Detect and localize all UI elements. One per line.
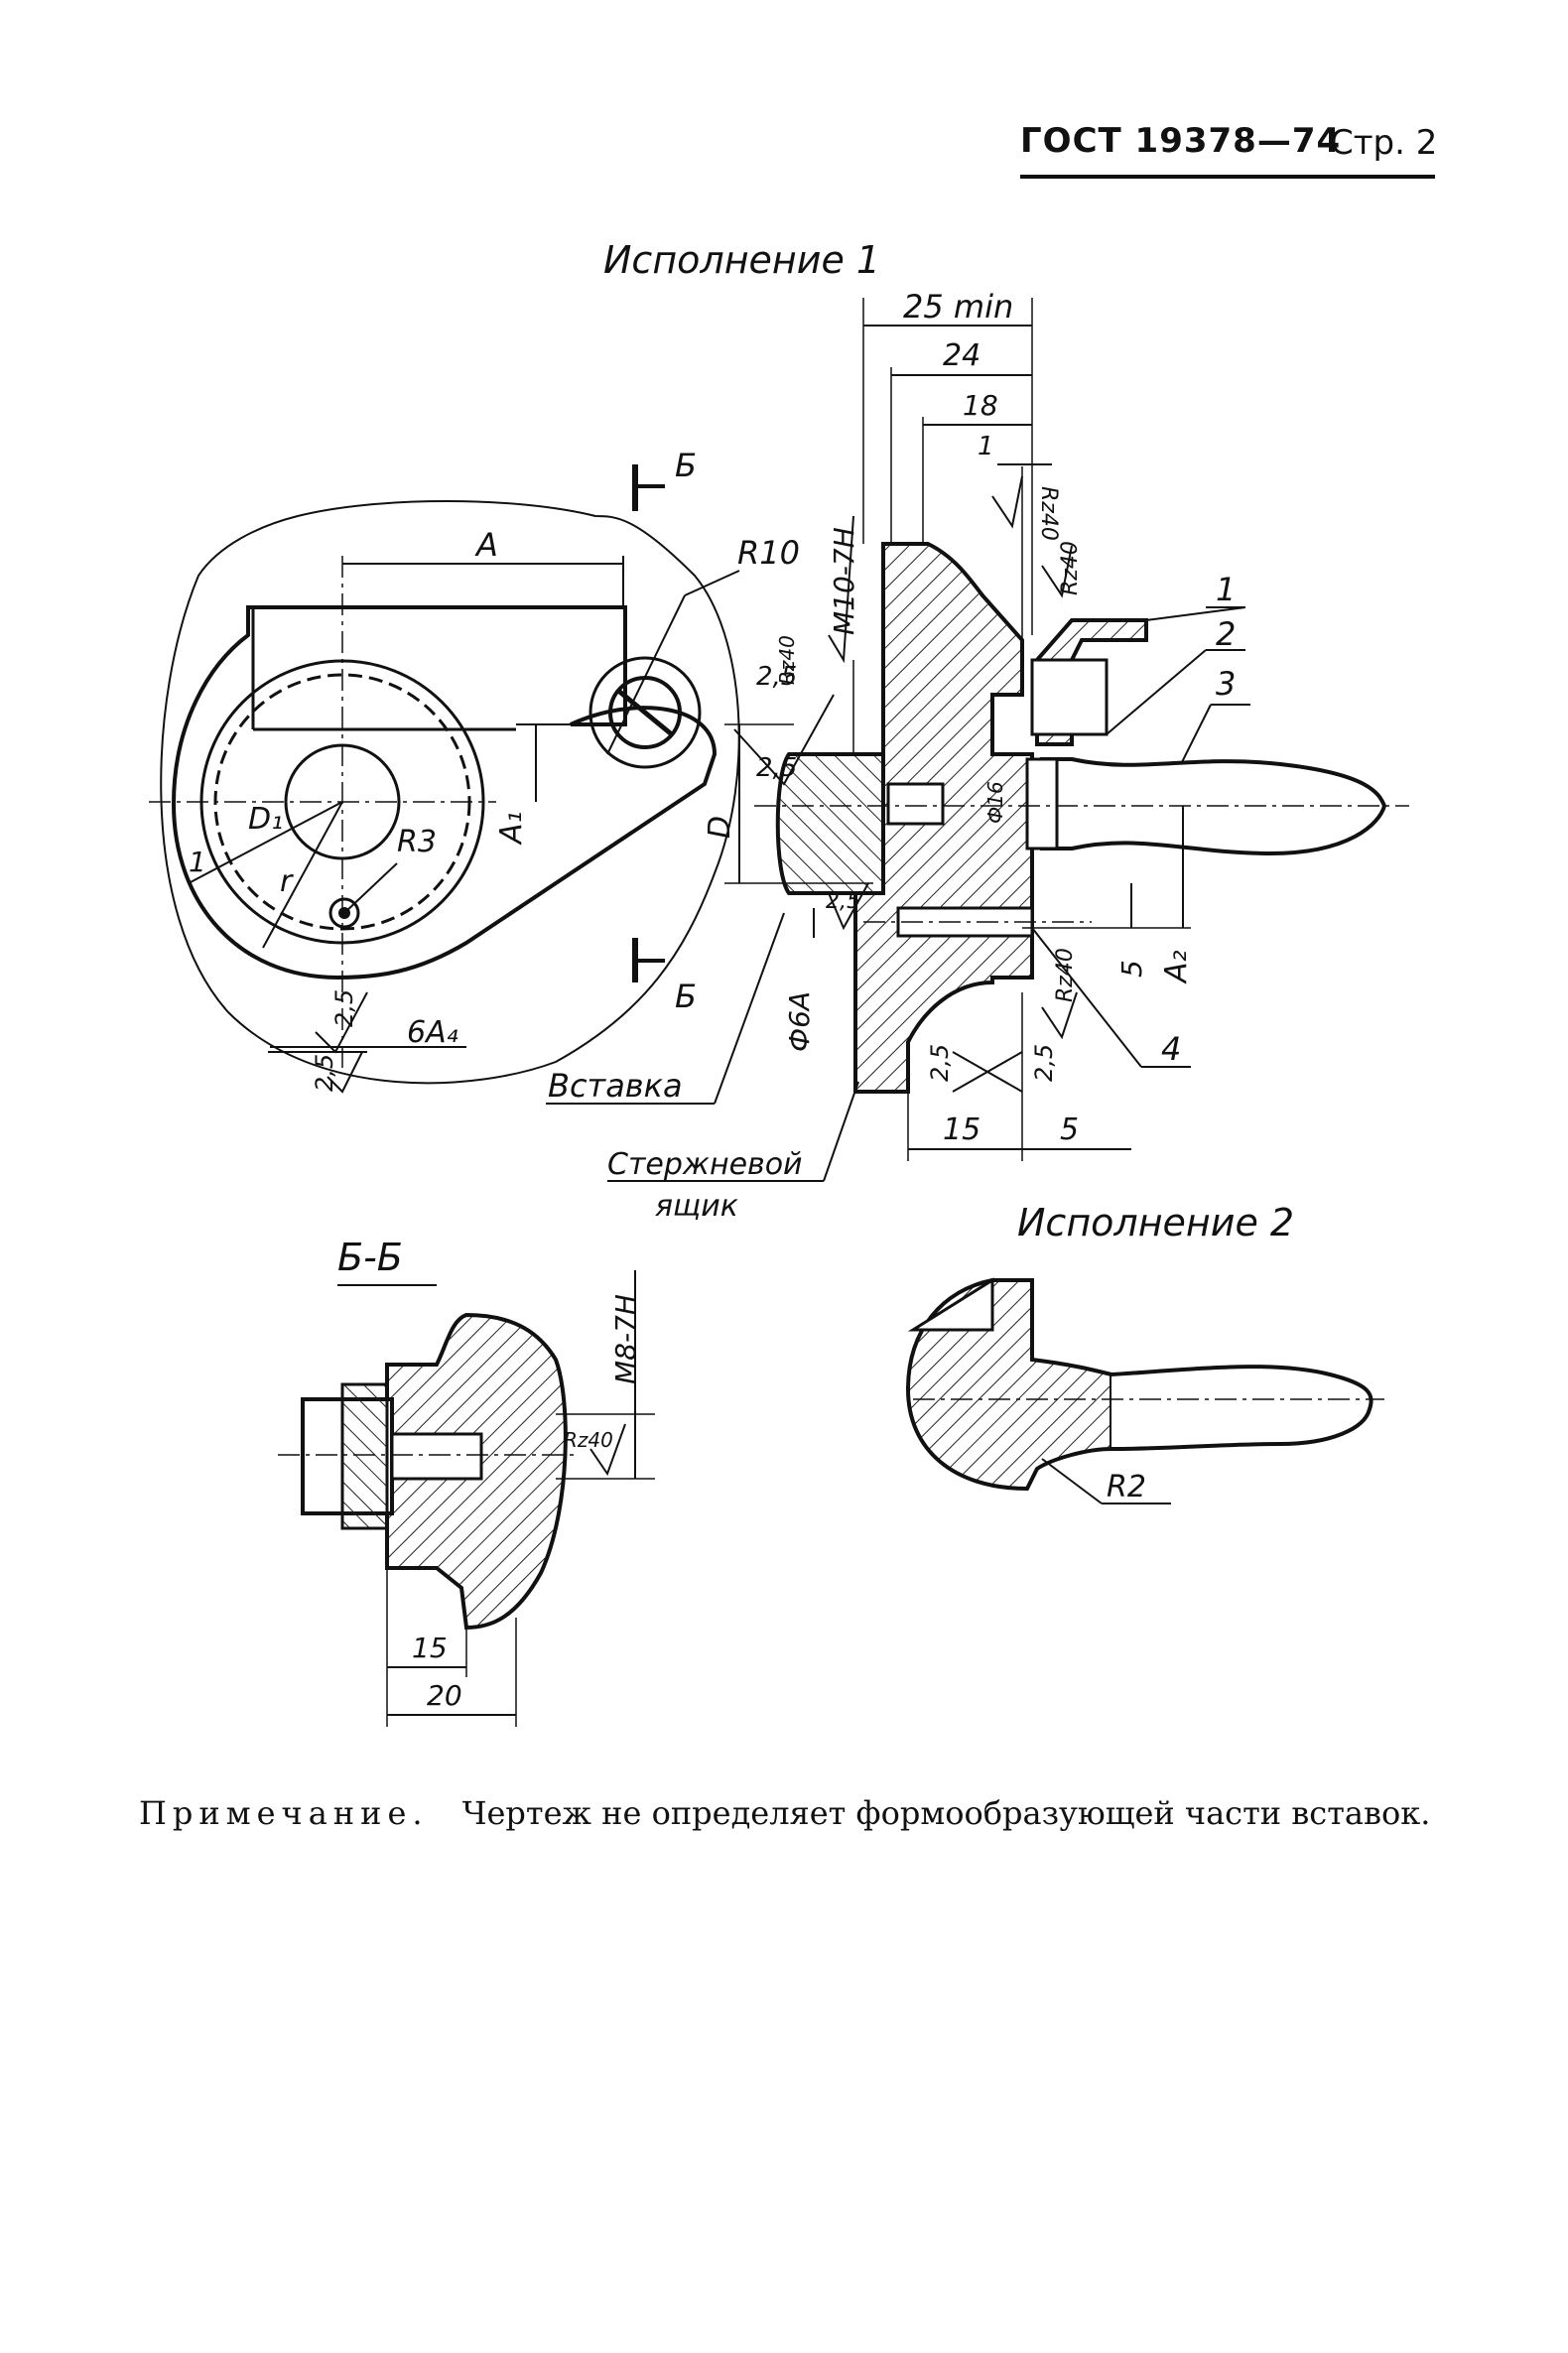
dim-25min: 25 min: [903, 288, 1013, 326]
side-section: [754, 542, 1409, 1094]
section-mark-bottom: Б: [675, 978, 697, 1015]
section-title: Б-Б: [337, 1236, 403, 1279]
thread-M10: M10-7H: [828, 527, 860, 635]
label-R2: R2: [1107, 1470, 1146, 1504]
section-mark-top: Б: [675, 447, 697, 484]
insert-outline: [160, 500, 740, 1085]
note-text: Чертеж не определяет формообразующей час…: [461, 1794, 1431, 1832]
thread-M8: M8-7H: [609, 1294, 642, 1384]
section-dim-15: 15: [412, 1632, 448, 1664]
roughness-2-5-bot-a: 2,5: [926, 1044, 954, 1082]
label-one: 1: [189, 846, 206, 878]
roughness-2-5-pin: 2,5: [826, 889, 860, 914]
roughness-2-5-bot-b: 2,5: [1030, 1044, 1058, 1082]
dim-A: A: [474, 526, 498, 564]
dim-24: 24: [943, 338, 980, 373]
label-R3: R3: [397, 825, 437, 859]
dim-1: 1: [978, 432, 994, 461]
section-roughness: Rz40: [564, 1428, 613, 1452]
label-r: r: [280, 864, 294, 899]
dim-phi16: Ф16: [983, 781, 1007, 824]
cam-plate: [149, 556, 718, 1072]
dim-18: 18: [963, 389, 998, 422]
section-dim-20: 20: [427, 1679, 462, 1712]
figure1-title: Исполнение 1: [603, 238, 880, 282]
handle-variant-2: [905, 1277, 1384, 1492]
standard-number: ГОСТ 19378—74: [1020, 121, 1342, 161]
roughness-a: 2,5: [330, 989, 358, 1027]
position-2: 2: [1216, 615, 1236, 653]
position-3: 3: [1216, 665, 1236, 703]
dim-phi6A: Ф6А: [783, 991, 816, 1052]
label-core-box-1: Стержневой: [607, 1147, 803, 1182]
label-R10: R10: [737, 534, 800, 572]
roughness-rz40-a: Rz40: [1036, 486, 1061, 541]
label-D1: D₁: [248, 802, 283, 837]
note-label: Примечание.: [139, 1794, 429, 1832]
roughness-2-5-mid: 2,5: [756, 753, 797, 783]
position-4: 4: [1161, 1030, 1181, 1068]
dim-15: 15: [943, 1112, 980, 1147]
figure3-title: Исполнение 2: [1017, 1201, 1294, 1244]
roughness-rz40-c: Rz40: [775, 635, 799, 685]
label-A1: A₁: [494, 811, 529, 846]
label-6A4: 6A₄: [407, 1015, 458, 1050]
position-1: 1: [1216, 571, 1236, 608]
note: Примечание. Чертеж не определяет формооб…: [139, 1794, 1459, 1832]
dim-5-bottom: 5: [1060, 1112, 1079, 1147]
page-number: Стр. 2: [1330, 123, 1438, 163]
section-view: [278, 1312, 576, 1631]
label-core-box-2: ящик: [655, 1189, 738, 1224]
dim-D: D: [703, 816, 737, 839]
header-rule: [1020, 175, 1435, 179]
roughness-rz40-d: Rz40: [1053, 948, 1078, 1002]
roughness-2-5-top: 2,5: [756, 662, 797, 692]
dim-A2: A₂: [1159, 950, 1194, 984]
dim-5-right: 5: [1115, 960, 1148, 978]
label-insert: Вставка: [548, 1067, 683, 1105]
roughness-rz40-b: Rz40: [1058, 541, 1083, 595]
roughness-b: 2,5: [311, 1054, 338, 1092]
